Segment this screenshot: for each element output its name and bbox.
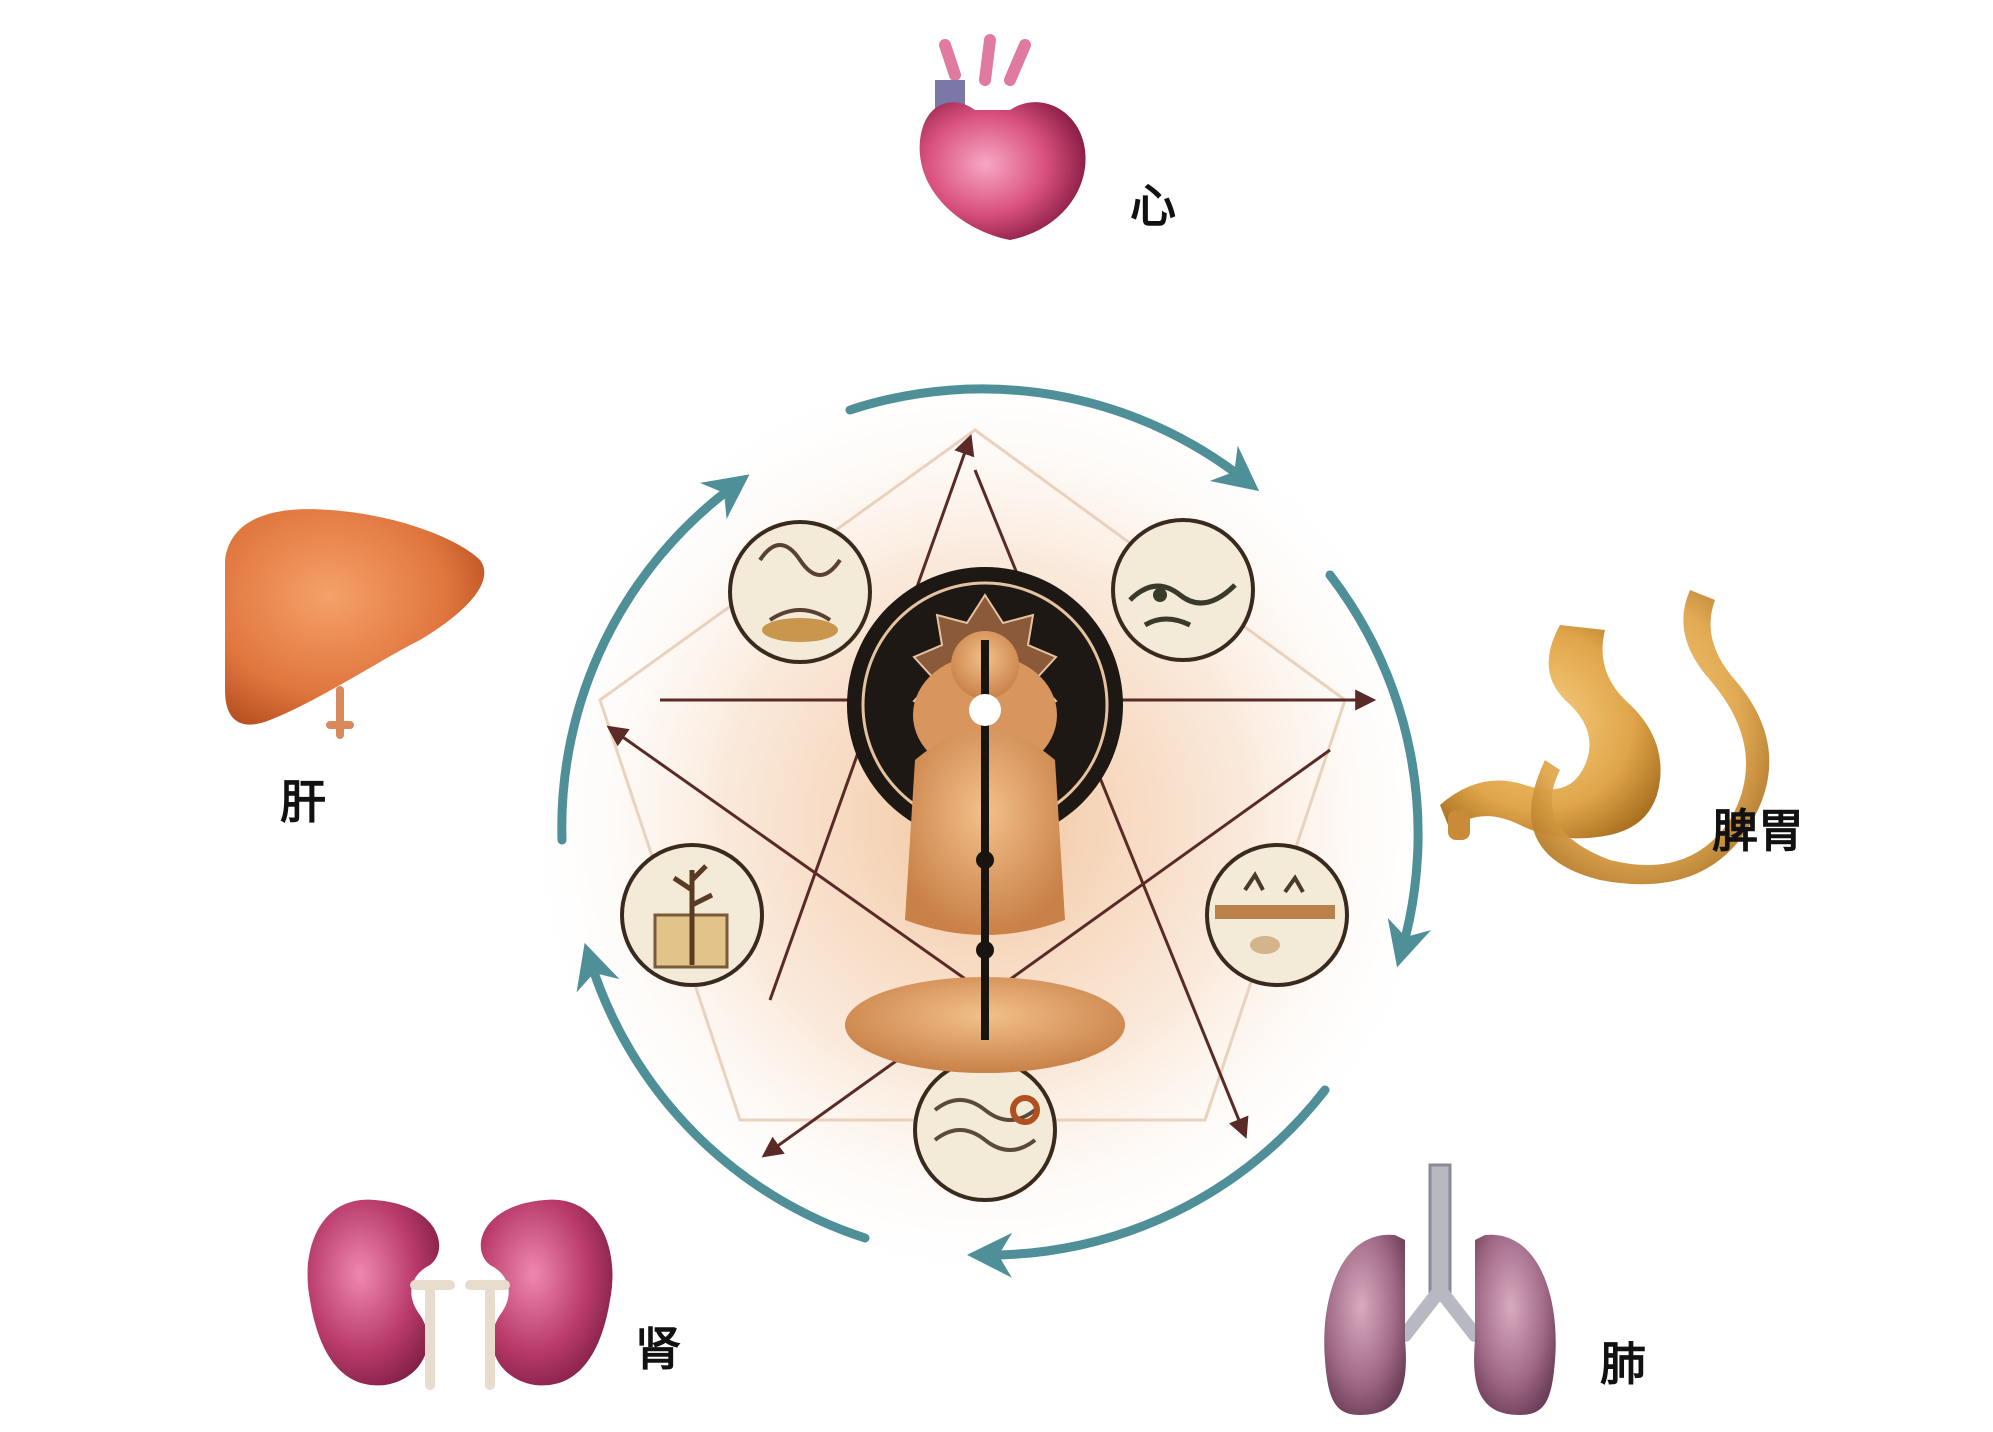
cycle-arrow-top-right — [845, 384, 1260, 492]
meditating-figure — [845, 567, 1125, 1073]
liver-label: 肝 — [280, 775, 326, 829]
liver-organ — [225, 509, 485, 739]
lung-label: 肺 — [1600, 1337, 1646, 1391]
metal-vignette — [1205, 843, 1349, 987]
water-vignette — [913, 1058, 1057, 1202]
cycle-arrow-bottom — [967, 1085, 1330, 1278]
heart-label: 心 — [1130, 179, 1176, 233]
fire-vignette — [728, 520, 872, 664]
generating-cycle-arrows — [557, 384, 1432, 1278]
wood-vignette — [620, 843, 764, 987]
stomach-organ — [1440, 590, 1770, 885]
earth-vignette — [1111, 518, 1255, 662]
lungs-organ — [1324, 1163, 1556, 1415]
cycle-arrow-bottom-left — [576, 942, 870, 1243]
kidney-label: 肾 — [635, 1322, 681, 1376]
spleen-label: 脾胃 — [1712, 804, 1804, 858]
cycle-arrow-right — [1325, 570, 1432, 968]
kidneys-organ — [307, 1199, 613, 1390]
star-arrow-to-lower-left — [761, 748, 1331, 1158]
cycle-arrow-left — [557, 474, 750, 845]
heart-organ — [919, 34, 1086, 240]
